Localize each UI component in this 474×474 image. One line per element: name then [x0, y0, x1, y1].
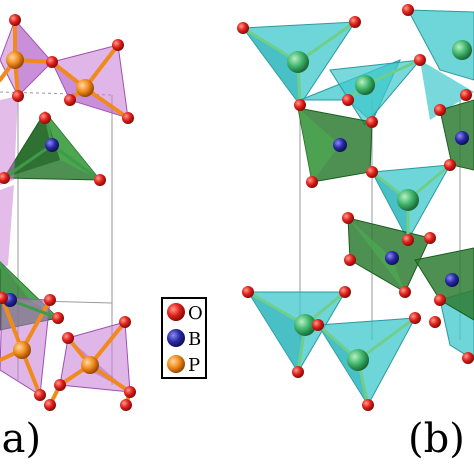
- legend-label-boron: B: [188, 329, 201, 350]
- oxygen-atoms-a: [0, 14, 136, 411]
- panel-b-label: (b): [408, 416, 465, 462]
- cyan-polyhedron-top-right: [407, 9, 474, 81]
- cyan-polyhedron-upper-mid: [299, 59, 474, 126]
- panel-a-label: (a): [0, 416, 41, 462]
- panel-b-structure: [237, 4, 474, 411]
- oxygen-swatch: [167, 303, 185, 321]
- phosphorus-swatch: [167, 355, 185, 373]
- boron-atoms-b: [333, 131, 469, 287]
- green-center-atoms-b: [287, 40, 472, 371]
- legend-label-phosphorus: P: [188, 355, 200, 376]
- bo4-polyhedron-b-lower-right: [414, 247, 474, 321]
- phosphorus-atoms-a: [6, 51, 99, 374]
- legend-item-boron: B: [167, 329, 201, 350]
- legend-item-phosphorus: P: [167, 355, 200, 376]
- element-legend: O B P: [161, 297, 207, 379]
- oxygen-atoms-b: [237, 4, 474, 411]
- legend-label-oxygen: O: [188, 303, 203, 324]
- boron-swatch: [167, 329, 185, 347]
- po4-tetrahedron-left-edge: [0, 96, 18, 185]
- legend-item-oxygen: O: [167, 303, 203, 324]
- po4-tetrahedron-left-lower: [0, 185, 14, 270]
- panel-a-structure: [0, 14, 136, 411]
